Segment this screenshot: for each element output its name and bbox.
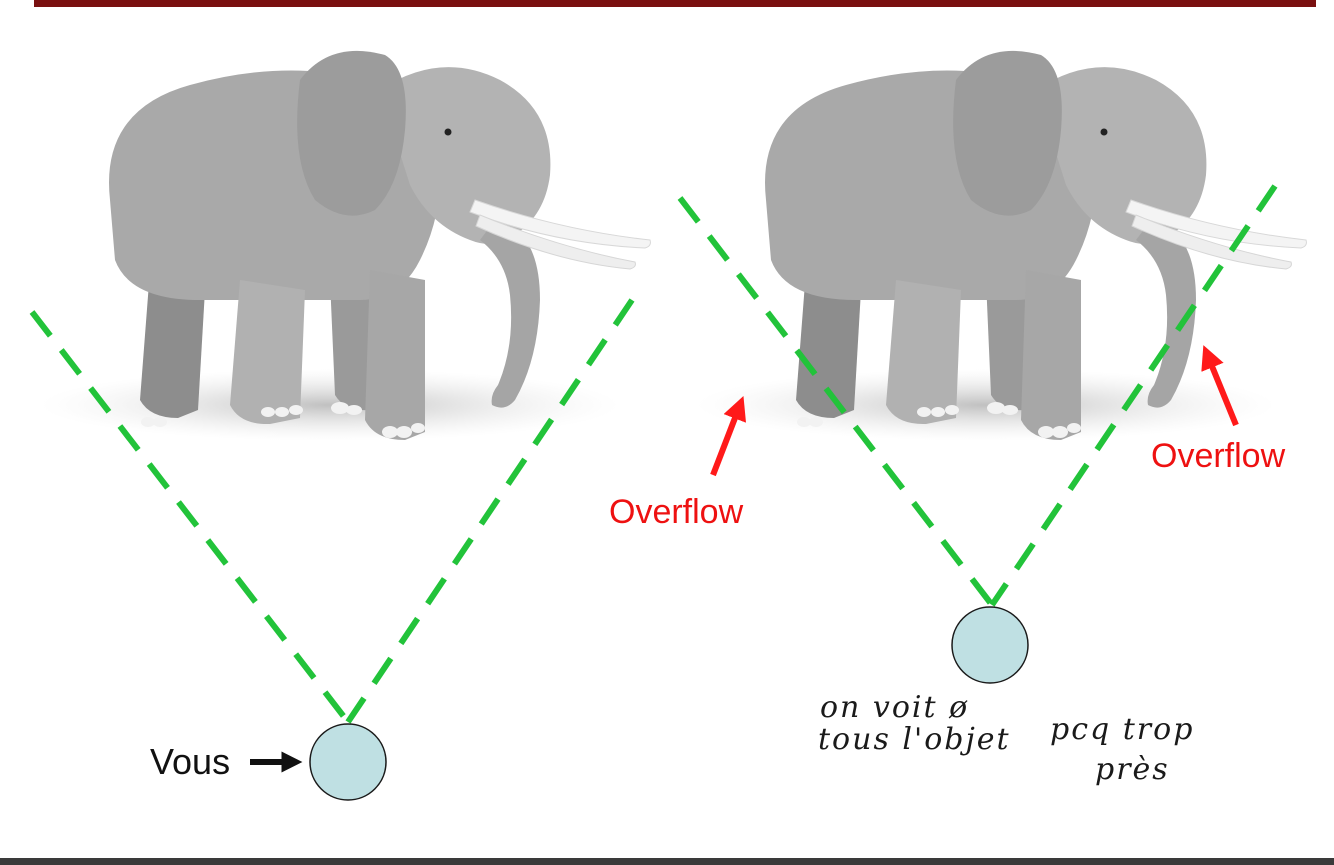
label-overflow-right: Overflow — [1151, 437, 1285, 476]
label-overflow-left: Overflow — [609, 493, 743, 532]
viewer-right — [952, 607, 1028, 683]
handwritten-note-line-4: près — [1095, 752, 1170, 787]
footer-bar — [0, 858, 1334, 865]
elephant-left — [40, 51, 650, 441]
handwritten-note-line-2: tous l'objet — [818, 722, 1011, 757]
viewer-left — [310, 724, 386, 800]
elephant-right — [696, 51, 1306, 441]
frustum-left — [32, 300, 632, 722]
handwritten-note-line-3: pcq trop — [1050, 712, 1194, 747]
label-you: Vous — [150, 741, 230, 783]
handwritten-note-line-1: on voit ø — [820, 690, 969, 725]
